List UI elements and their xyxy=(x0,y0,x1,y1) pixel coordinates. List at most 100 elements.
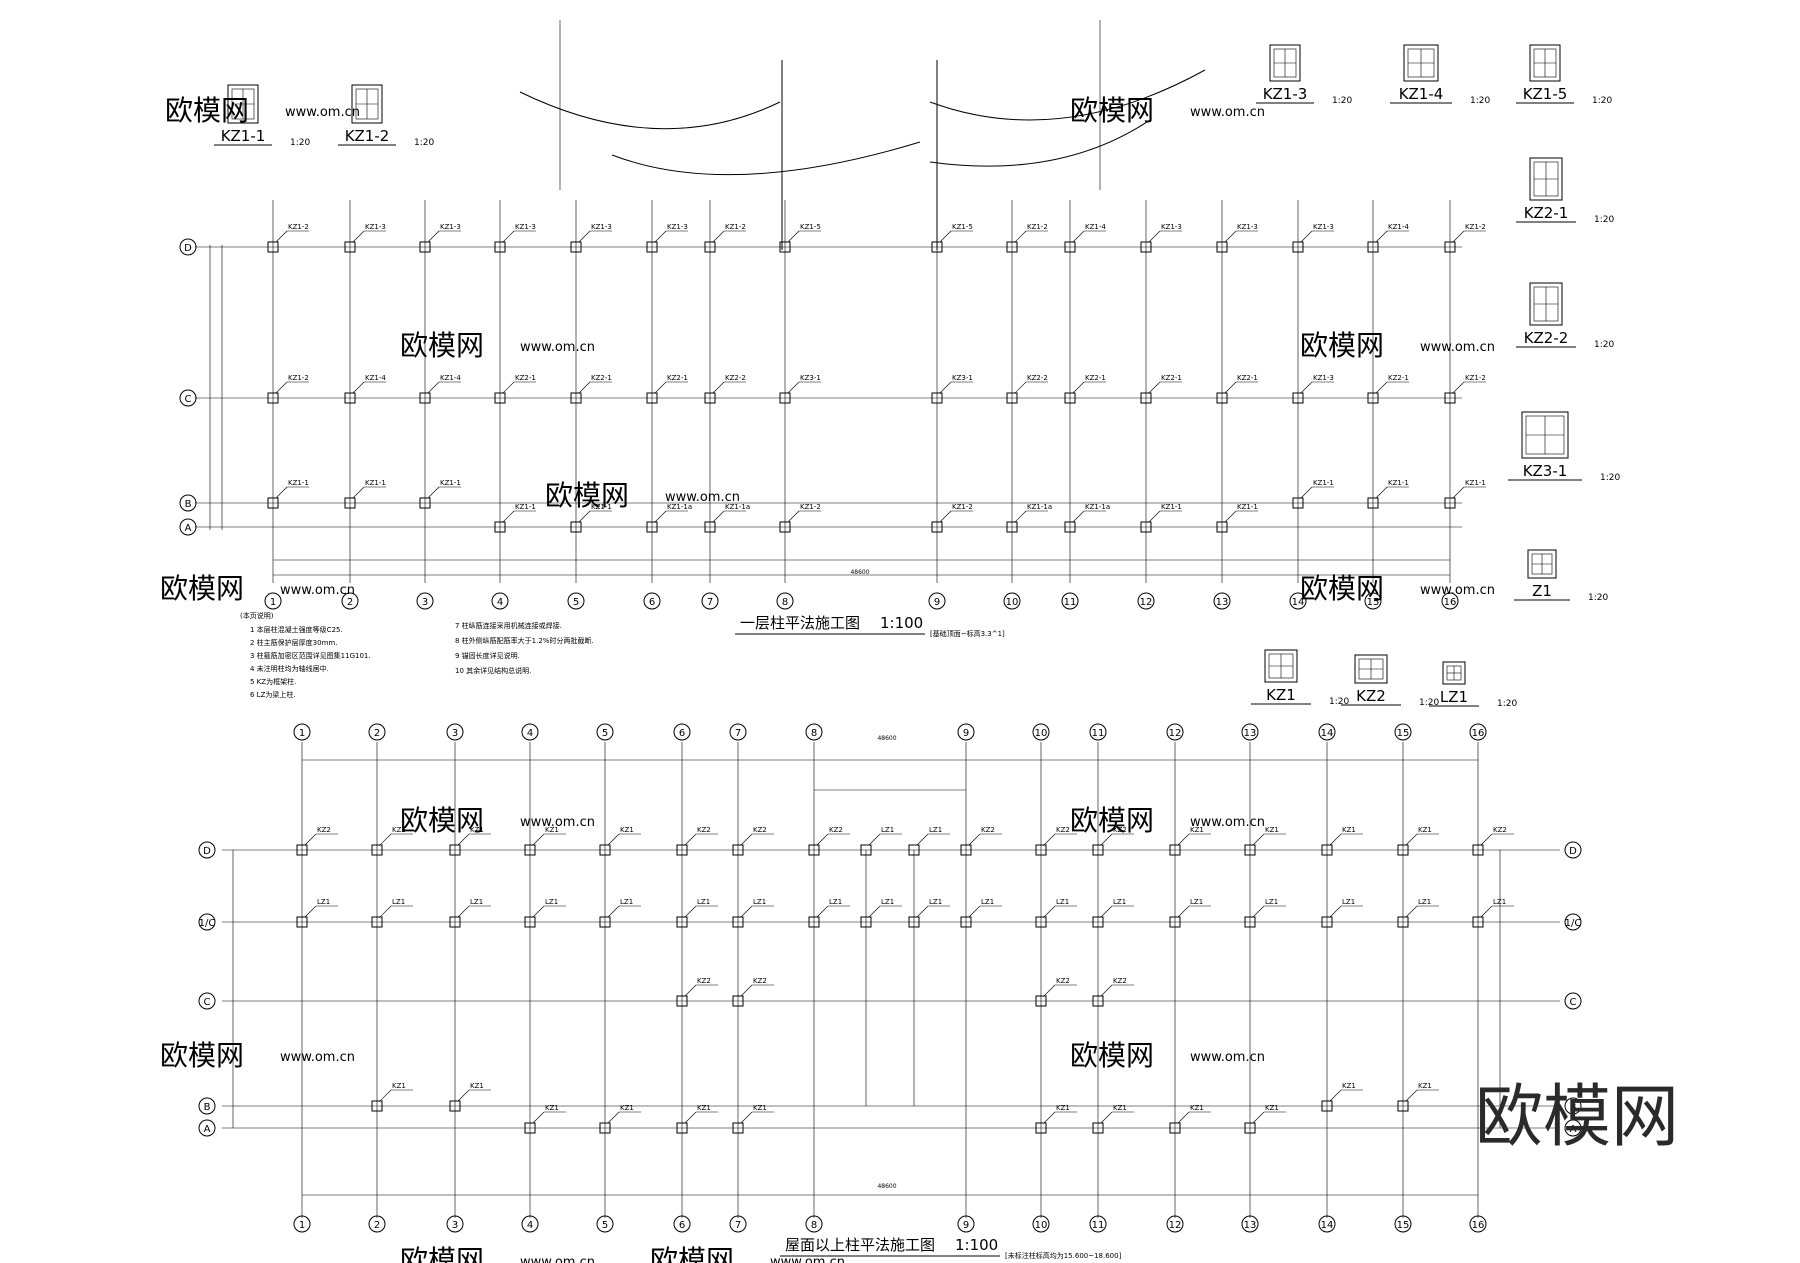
column-label: KZ1-2 xyxy=(725,223,746,231)
column-label: LZ1 xyxy=(1418,898,1431,906)
column-label: KZ1-2 xyxy=(952,503,973,511)
axis-circle xyxy=(805,1215,823,1233)
column-label: KZ1-2 xyxy=(288,374,309,382)
note-line: 2 柱主筋保护层厚度30mm. xyxy=(250,638,337,647)
column-marker: KZ1-1 xyxy=(494,503,536,533)
column-marker: KZ1 xyxy=(449,1082,491,1112)
watermark-url: www.om.cn xyxy=(520,815,595,830)
section-scale: 1:20 xyxy=(1594,340,1614,350)
column-label: KZ1-3 xyxy=(667,223,688,231)
column-label: KZ2-2 xyxy=(1027,374,1048,382)
axis-label: B xyxy=(1570,1102,1577,1113)
leader-line xyxy=(1452,230,1465,243)
axis-bubble: 9 xyxy=(928,592,946,610)
column-square xyxy=(1064,241,1076,253)
axis-label: B xyxy=(204,1102,211,1113)
axis-label: 5 xyxy=(573,597,579,608)
axis-bubble: 11 xyxy=(1089,723,1107,741)
column-square xyxy=(570,521,582,533)
leader-line xyxy=(939,230,952,243)
column-square xyxy=(449,916,461,928)
axis-label: 7 xyxy=(707,597,713,608)
axis-circle xyxy=(179,494,197,512)
column-label: KZ1 xyxy=(1113,1104,1127,1112)
leader-line xyxy=(740,833,753,846)
note-line: 6 LZ为梁上柱. xyxy=(250,690,296,699)
column-marker: KZ1-4 xyxy=(1367,223,1409,253)
axis-label: 13 xyxy=(1244,728,1257,739)
leader-line xyxy=(457,1089,470,1102)
column-label: LZ1 xyxy=(1342,898,1355,906)
column-square xyxy=(1064,521,1076,533)
leader-line xyxy=(1300,486,1313,499)
column-marker: KZ1 xyxy=(449,826,491,856)
watermark-url: www.om.cn xyxy=(1420,583,1495,598)
leader-line xyxy=(1252,905,1265,918)
axis-label: 5 xyxy=(602,728,608,739)
axis-bubble: 7 xyxy=(729,723,747,741)
leader-line xyxy=(1452,381,1465,394)
column-square xyxy=(908,844,920,856)
axis-bubble: 4 xyxy=(521,723,539,741)
column-square xyxy=(1367,241,1379,253)
column-square xyxy=(1321,1100,1333,1112)
column-square xyxy=(1035,916,1047,928)
column-square xyxy=(732,1122,744,1134)
axis-circle xyxy=(1089,723,1107,741)
axis-circle xyxy=(1166,1215,1184,1233)
column-marker: LZ1 xyxy=(1035,898,1077,928)
column-marker: LZ1 xyxy=(1397,898,1439,928)
column-marker: KZ1-1 xyxy=(1292,479,1334,509)
axis-circle xyxy=(198,992,216,1010)
column-marker: KZ1-1 xyxy=(1140,503,1182,533)
column-marker: KZ1-2 xyxy=(704,223,746,253)
axis-circle xyxy=(596,723,614,741)
leader-line xyxy=(787,381,800,394)
leader-line xyxy=(457,833,470,846)
section-label: KZ1-3 xyxy=(1263,85,1308,103)
axis-bubble: 15 xyxy=(1394,1215,1412,1233)
column-square xyxy=(676,844,688,856)
column-marker: KZ2 xyxy=(1035,826,1077,856)
axis-bubble: 15 xyxy=(1364,592,1382,610)
axis-label: 3 xyxy=(422,597,428,608)
leader-line xyxy=(502,381,515,394)
axis-label: 1/C xyxy=(199,918,216,929)
axis-circle xyxy=(446,1215,464,1233)
column-label: KZ1-3 xyxy=(1313,223,1334,231)
column-label: LZ1 xyxy=(697,898,710,906)
leader-line xyxy=(968,905,981,918)
leader-line xyxy=(1452,486,1465,499)
column-marker: LZ1 xyxy=(1472,898,1514,928)
column-marker: KZ1 xyxy=(524,1104,566,1134)
axis-circle xyxy=(1032,1215,1050,1233)
column-marker: KZ1 xyxy=(1035,1104,1077,1134)
axis-bubble: 8 xyxy=(805,723,823,741)
watermark-text: 欧模网 xyxy=(1300,329,1384,362)
axis-bubble: 6 xyxy=(643,592,661,610)
leader-line xyxy=(1043,984,1056,997)
column-marker: LZ1 xyxy=(1244,898,1286,928)
leader-line xyxy=(1252,833,1265,846)
axis-label: 7 xyxy=(735,728,741,739)
column-marker: KZ2-1 xyxy=(1140,374,1182,404)
axis-bubble: 10 xyxy=(1032,723,1050,741)
section-scale: 1:20 xyxy=(1470,96,1490,106)
column-label: KZ1-3 xyxy=(1237,223,1258,231)
column-label: LZ1 xyxy=(1190,898,1203,906)
axis-label: A xyxy=(204,1124,211,1135)
leader-line xyxy=(427,381,440,394)
leader-line xyxy=(787,230,800,243)
axis-label: D xyxy=(1569,846,1577,857)
column-square xyxy=(1397,916,1409,928)
column-marker: KZ1-1 xyxy=(267,479,309,509)
column-marker: KZ1-5 xyxy=(931,223,973,253)
leader-line xyxy=(427,230,440,243)
column-square xyxy=(449,1100,461,1112)
axis-circle xyxy=(567,592,585,610)
axis-label: 1/C xyxy=(1565,918,1582,929)
axis-bubble: D xyxy=(198,841,216,859)
column-label: KZ1-5 xyxy=(952,223,973,231)
